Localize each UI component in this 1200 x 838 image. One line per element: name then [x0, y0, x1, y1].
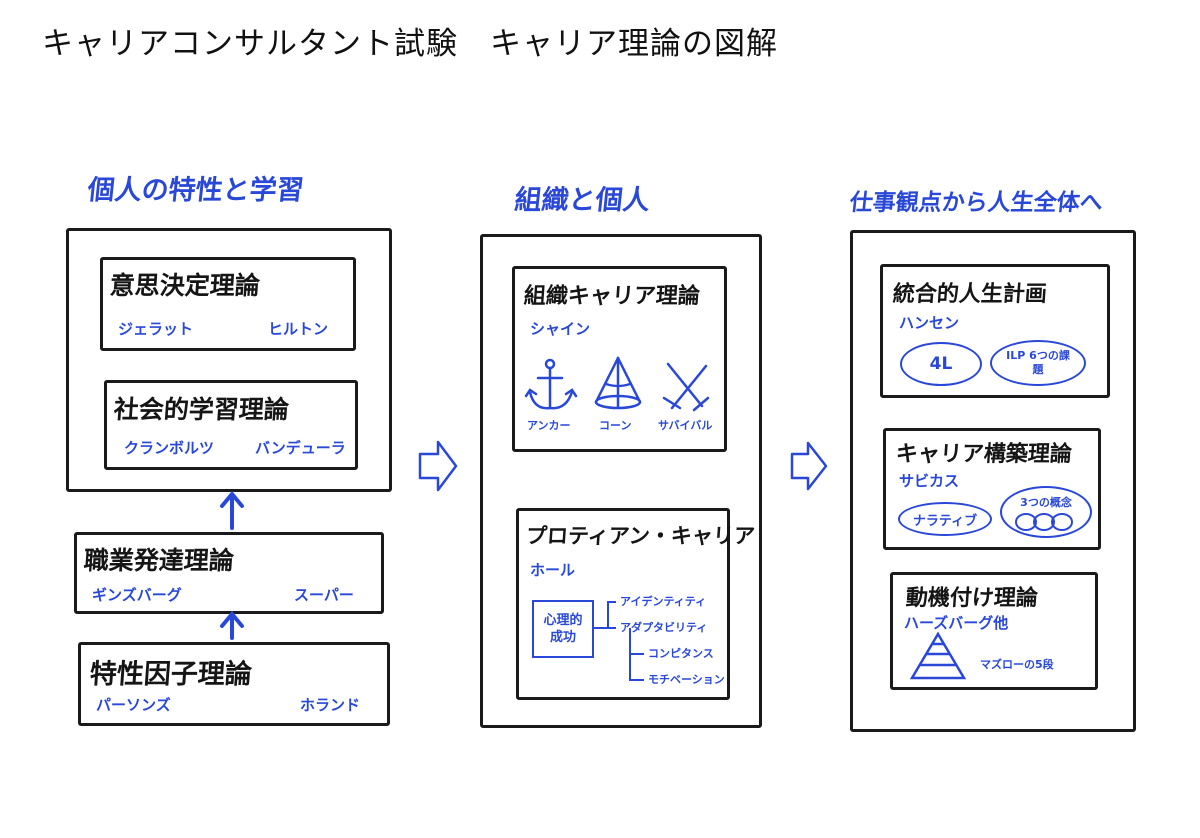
social-learning-name-2: バンデューラ	[255, 439, 346, 457]
cone-label: コーン	[599, 419, 632, 432]
decision-theory-name-1: ジェラット	[118, 320, 194, 338]
maslow-label: マズローの5段	[980, 658, 1054, 671]
branch-connectors	[594, 601, 644, 681]
motivation-theory-name: ハーズバーグ他	[904, 614, 1009, 632]
trait-factor-name-1: パーソンズ	[96, 696, 171, 714]
crossed-swords-icon	[662, 362, 710, 412]
cone-icon	[594, 356, 642, 410]
protean-career-box	[516, 508, 730, 700]
branch-adaptability: アダプタビリティ	[620, 621, 708, 634]
organization-frame	[480, 234, 762, 728]
social-learning-box	[104, 380, 358, 470]
up-arrow-icon	[220, 610, 244, 640]
branch-motivation: モチベーション	[648, 673, 725, 686]
right-arrow-icon	[418, 440, 458, 492]
trait-factor-name-2: ホランド	[300, 696, 361, 714]
ilp-oval: ILP 6つの課題	[990, 340, 1086, 386]
motivation-theory-box	[890, 572, 1098, 690]
decision-theory-box	[100, 257, 356, 351]
right-arrow-icon	[790, 441, 828, 491]
page-title: キャリアコンサルタント試験 キャリア理論の図解	[42, 26, 778, 62]
career-construction-box	[883, 428, 1101, 550]
career-construction-name: サビカス	[899, 472, 960, 490]
life-frame	[850, 230, 1136, 732]
org-career-box	[512, 266, 727, 452]
survival-label: サバイバル	[658, 419, 713, 432]
psychological-success-box: 心理的成功	[532, 600, 594, 658]
three-concepts-oval: 3つの概念	[1000, 486, 1092, 538]
branch-competence: コンピタンス	[648, 647, 714, 660]
social-learning-name-1: クランボルツ	[124, 439, 215, 457]
branch-identity: アイデンティティ	[620, 595, 707, 608]
career-development-name-1: ギンズバーグ	[92, 586, 182, 604]
up-arrow-icon	[220, 490, 244, 530]
anchor-label: アンカー	[527, 419, 571, 432]
trait-factor-box	[78, 642, 390, 726]
psychological-success-label: 心理的成功	[543, 613, 583, 645]
integrated-life-name: ハンセン	[899, 314, 960, 332]
four-l-oval: 4L	[900, 342, 982, 386]
decision-theory-name-2: ヒルトン	[268, 320, 329, 338]
anchor-icon	[524, 358, 578, 410]
integrated-life-box	[880, 264, 1110, 398]
protean-career-name: ホール	[530, 561, 576, 579]
pyramid-icon	[909, 631, 967, 680]
rings-icon	[1015, 513, 1073, 531]
individual-group-frame	[66, 228, 392, 492]
career-development-box	[74, 532, 384, 614]
org-career-name: シャイン	[530, 320, 591, 338]
career-development-name-2: スーパー	[294, 586, 354, 604]
narrative-oval: ナラティブ	[898, 502, 992, 536]
